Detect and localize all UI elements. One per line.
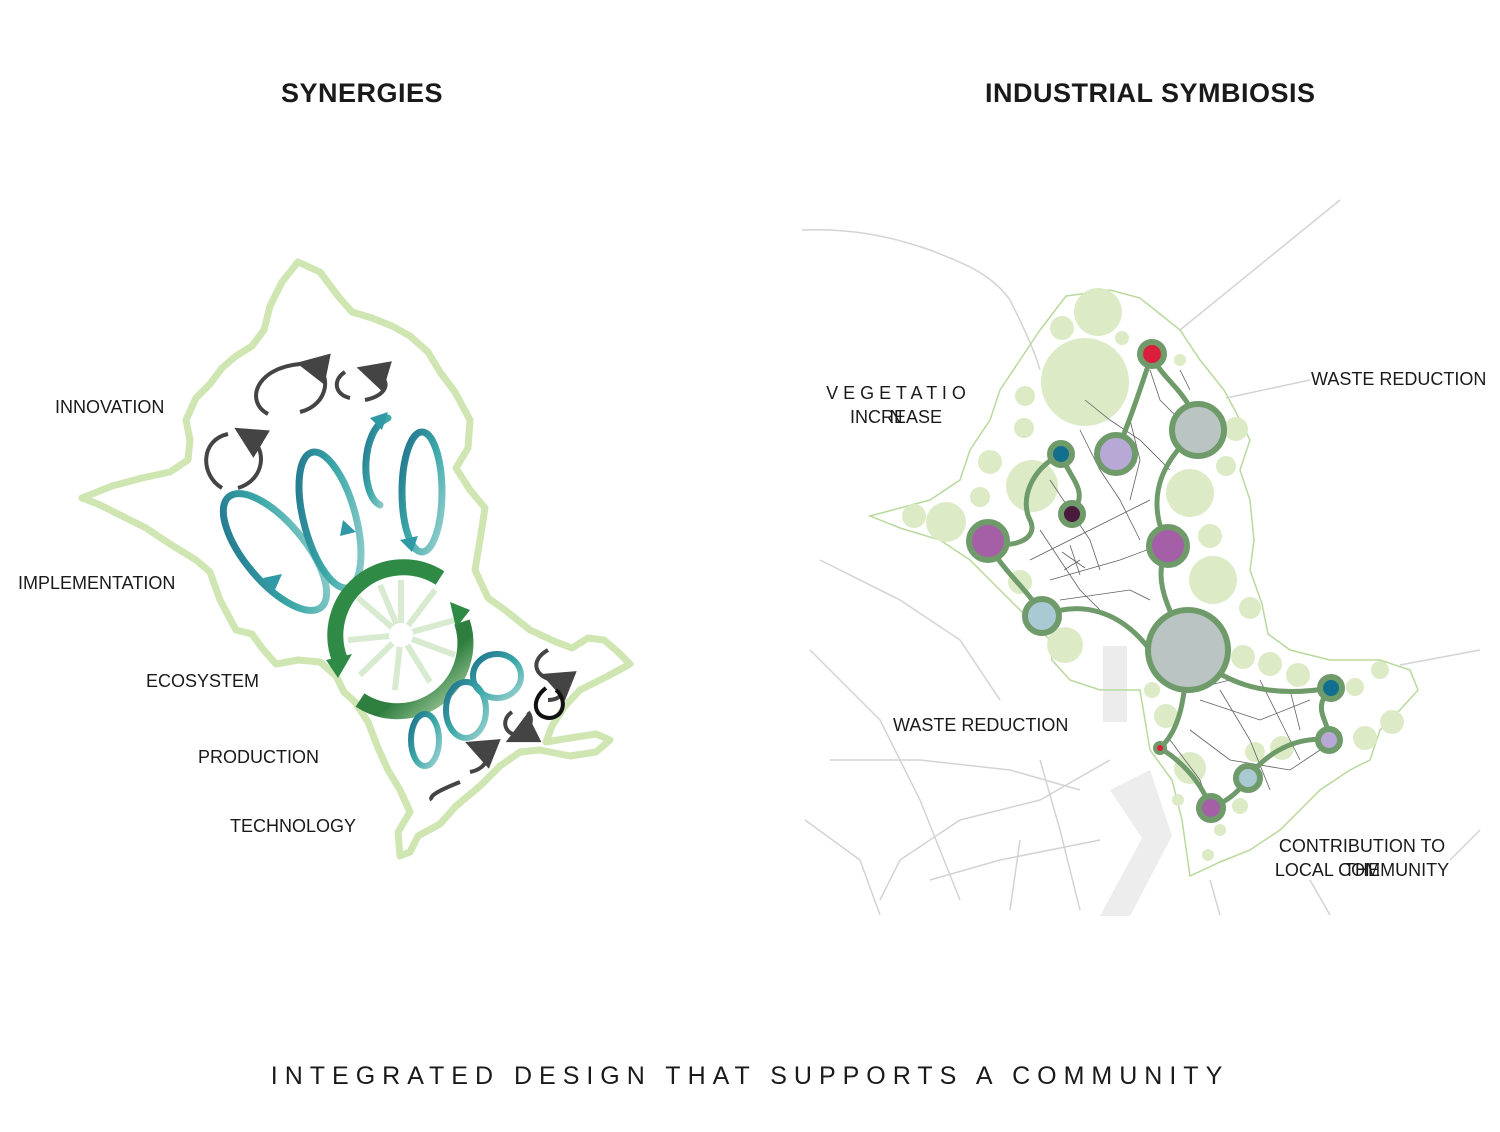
site-outline <box>78 258 634 860</box>
node-purple-center <box>1146 524 1190 568</box>
production-label: PRODUCTION <box>198 747 319 767</box>
node-light-blue <box>1022 596 1062 636</box>
node-red <box>1137 339 1167 369</box>
innovation-loops <box>204 364 385 490</box>
facility-nodes <box>966 339 1345 823</box>
technology-label: TECHNOLOGY <box>230 816 357 836</box>
node-lilac-right <box>1315 726 1343 754</box>
node-teal-left <box>1047 440 1075 468</box>
footer-caption: INTEGRATED DESIGN THAT SUPPORTS A COMMUN… <box>270 1062 1230 1090</box>
symbiosis-site-outline <box>867 289 1419 878</box>
ecosystem-label: ECOSYSTEM <box>146 671 260 691</box>
implementation-label: IMPLEMENTATION <box>18 573 176 593</box>
node-purple-left <box>966 519 1010 563</box>
node-grey-large <box>1145 607 1231 693</box>
industrial-symbiosis-title: INDUSTRIAL SYMBIOSIS <box>985 78 1316 108</box>
node-purple-bottom <box>1196 793 1226 823</box>
node-grey-top <box>1169 401 1227 459</box>
node-teal-right <box>1317 674 1345 702</box>
community-label-2: LOCAL COMMUNITY <box>1274 860 1450 880</box>
symbiosis-diagram <box>801 199 1481 916</box>
node-lilac-left <box>1094 432 1138 476</box>
waste-reduction-top-label: WASTE REDUCTION <box>1311 369 1487 389</box>
production-loops <box>408 651 524 769</box>
technology-loops <box>429 648 562 802</box>
street-lines <box>801 199 1481 916</box>
innovation-label: INNOVATION <box>55 397 165 417</box>
community-label-1: CONTRIBUTION TO THE <box>1278 836 1446 880</box>
synergies-diagram <box>78 258 634 860</box>
vegetation-increase-label-1: V E G E T A T I O N <box>826 383 966 427</box>
node-light-blue-small <box>1233 763 1263 793</box>
waste-reduction-bottom-label: WASTE REDUCTION <box>893 715 1069 735</box>
synergies-title: SYNERGIES <box>281 78 444 108</box>
vegetation-circles <box>902 288 1404 861</box>
vegetation-increase-label-2: INCREASE <box>849 407 943 427</box>
node-plum <box>1058 500 1086 528</box>
ecosystem-ring <box>326 559 474 720</box>
